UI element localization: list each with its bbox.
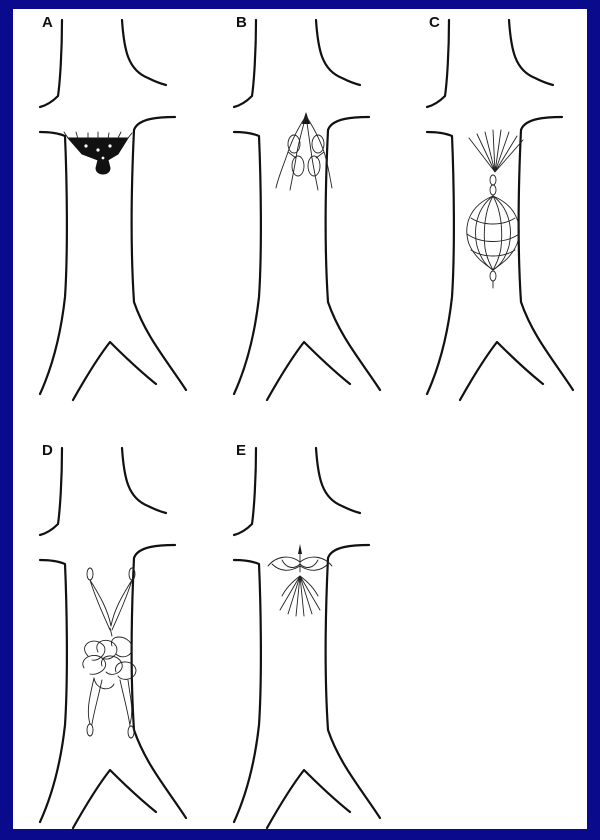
right-ivc-wall xyxy=(132,545,186,818)
left-ivc-wall xyxy=(234,132,261,394)
left-upper-vein-wall xyxy=(234,448,256,535)
iliac-bifurcation xyxy=(267,342,350,400)
panel-label: C xyxy=(429,14,440,31)
right-ivc-wall xyxy=(326,545,380,818)
left-upper-vein-wall xyxy=(40,448,62,535)
right-ivc-wall xyxy=(326,117,380,390)
iliac-bifurcation xyxy=(73,342,156,400)
right-ivc-wall xyxy=(519,117,573,390)
right-upper-vein-wall xyxy=(509,20,553,85)
right-upper-vein-wall xyxy=(122,448,166,513)
filter-device-a xyxy=(64,132,132,174)
right-upper-vein-wall xyxy=(316,20,360,85)
panel-c: C xyxy=(425,12,600,412)
vein-diagram xyxy=(38,440,216,840)
vein-diagram xyxy=(425,12,600,412)
iliac-bifurcation xyxy=(73,770,156,828)
right-ivc-wall xyxy=(132,117,186,390)
filter-device-b xyxy=(276,112,332,190)
panel-d: D xyxy=(38,440,216,840)
panel-a: A xyxy=(38,12,216,412)
panel-e: E xyxy=(232,440,410,840)
left-ivc-wall xyxy=(40,560,67,822)
panel-label: A xyxy=(42,14,53,31)
right-upper-vein-wall xyxy=(316,448,360,513)
left-ivc-wall xyxy=(234,560,261,822)
iliac-bifurcation xyxy=(267,770,350,828)
filter-device-d xyxy=(83,568,136,738)
vein-diagram xyxy=(232,440,410,840)
left-ivc-wall xyxy=(40,132,67,394)
vein-diagram xyxy=(38,12,216,412)
left-upper-vein-wall xyxy=(234,20,256,107)
panel-label: D xyxy=(42,442,53,459)
vein-diagram xyxy=(232,12,410,412)
right-upper-vein-wall xyxy=(122,20,166,85)
panel-label: B xyxy=(236,14,247,31)
left-ivc-wall xyxy=(427,132,454,394)
left-upper-vein-wall xyxy=(427,20,449,107)
left-upper-vein-wall xyxy=(40,20,62,107)
panel-label: E xyxy=(236,442,246,459)
filter-device-e xyxy=(268,544,332,616)
iliac-bifurcation xyxy=(460,342,543,400)
panel-b: B xyxy=(232,12,410,412)
filter-device-c xyxy=(467,130,523,288)
